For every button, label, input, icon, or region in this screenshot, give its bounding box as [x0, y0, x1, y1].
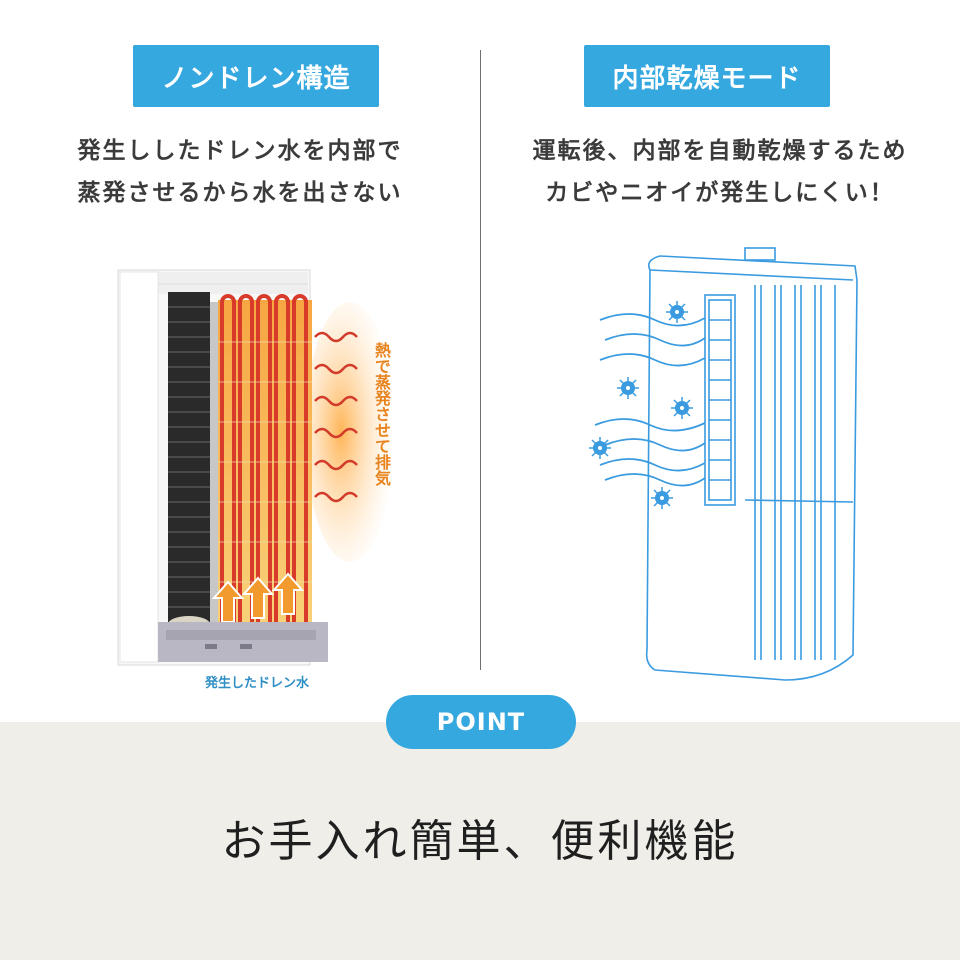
- up-arrow-icon: [211, 580, 245, 623]
- up-arrow-icon: [241, 576, 275, 619]
- up-arrow-icon-group: [211, 572, 305, 623]
- up-arrow-icon: [271, 572, 305, 615]
- side-panel: [119, 271, 159, 663]
- left-caption-line-2: 蒸発させるから水を出さない: [77, 180, 403, 206]
- unit-top: [158, 272, 308, 294]
- heat-label: 熱で蒸発させて排気: [372, 342, 391, 486]
- airflow-lines: [594, 313, 706, 487]
- vent-panel: [704, 294, 736, 506]
- right-badge: 内部乾燥モード: [584, 45, 830, 107]
- left-caption: 発生ししたドレン水を内部で 蒸発させるから水を出さない: [20, 130, 460, 214]
- ac-unit-outline-illustration: [589, 247, 858, 681]
- ac-unit-cutaway-illustration: [117, 269, 395, 666]
- drain-water-label: 発生したドレン水: [205, 676, 310, 691]
- drain-pan: [158, 622, 328, 662]
- unit-outline: [645, 255, 858, 681]
- right-caption-line-2: カビやニオイが発生しにくい！: [545, 180, 895, 206]
- bottom-band: [0, 722, 960, 960]
- right-caption-line-1: 運転後、内部を自動乾燥するため: [532, 138, 908, 164]
- heat-wave-icon: [314, 331, 358, 503]
- right-caption: 運転後、内部を自動乾燥するため カビやニオイが発生しにくい！: [500, 130, 940, 214]
- column-divider: [480, 50, 481, 670]
- left-caption-line-1: 発生ししたドレン水を内部で: [77, 138, 403, 164]
- headline: お手入れ簡単、便利機能: [221, 816, 739, 867]
- germ-icon: [589, 437, 611, 459]
- germ-icon: [666, 301, 688, 323]
- point-badge: POINT: [386, 695, 576, 749]
- germ-icon: [617, 377, 639, 399]
- germ-icon: [651, 487, 673, 509]
- germ-icon: [671, 397, 693, 419]
- coil-tubes: [220, 294, 308, 632]
- left-badge: ノンドレン構造: [133, 45, 379, 107]
